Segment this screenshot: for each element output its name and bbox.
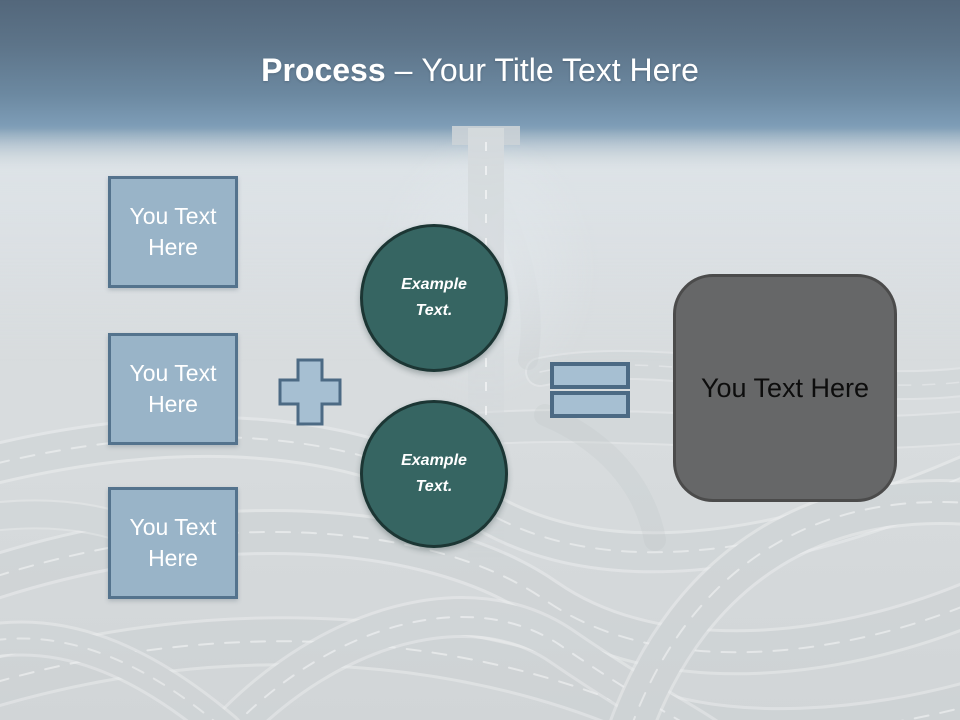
slide-title[interactable]: Process – Your Title Text Here: [0, 50, 960, 90]
input-box-3[interactable]: You Text Here: [108, 487, 238, 599]
title-text: Your Title Text Here: [421, 52, 699, 88]
result-box[interactable]: You Text Here: [673, 274, 897, 502]
title-separator: –: [394, 52, 413, 88]
example-circle-2[interactable]: Example Text.: [360, 400, 508, 548]
example-circle-2-label: Example Text.: [401, 452, 467, 495]
input-box-1-label: You Text Here: [129, 203, 217, 260]
title-emphasis: Process: [261, 52, 386, 88]
equals-icon: [550, 362, 630, 423]
example-circle-1-label: Example Text.: [401, 276, 467, 319]
input-box-3-label: You Text Here: [129, 514, 217, 571]
input-box-2-label: You Text Here: [129, 360, 217, 417]
result-box-label: You Text Here: [700, 372, 870, 403]
example-circle-1[interactable]: Example Text.: [360, 224, 508, 372]
plus-icon: [278, 358, 342, 431]
input-box-2[interactable]: You Text Here: [108, 333, 238, 445]
input-box-1[interactable]: You Text Here: [108, 176, 238, 288]
